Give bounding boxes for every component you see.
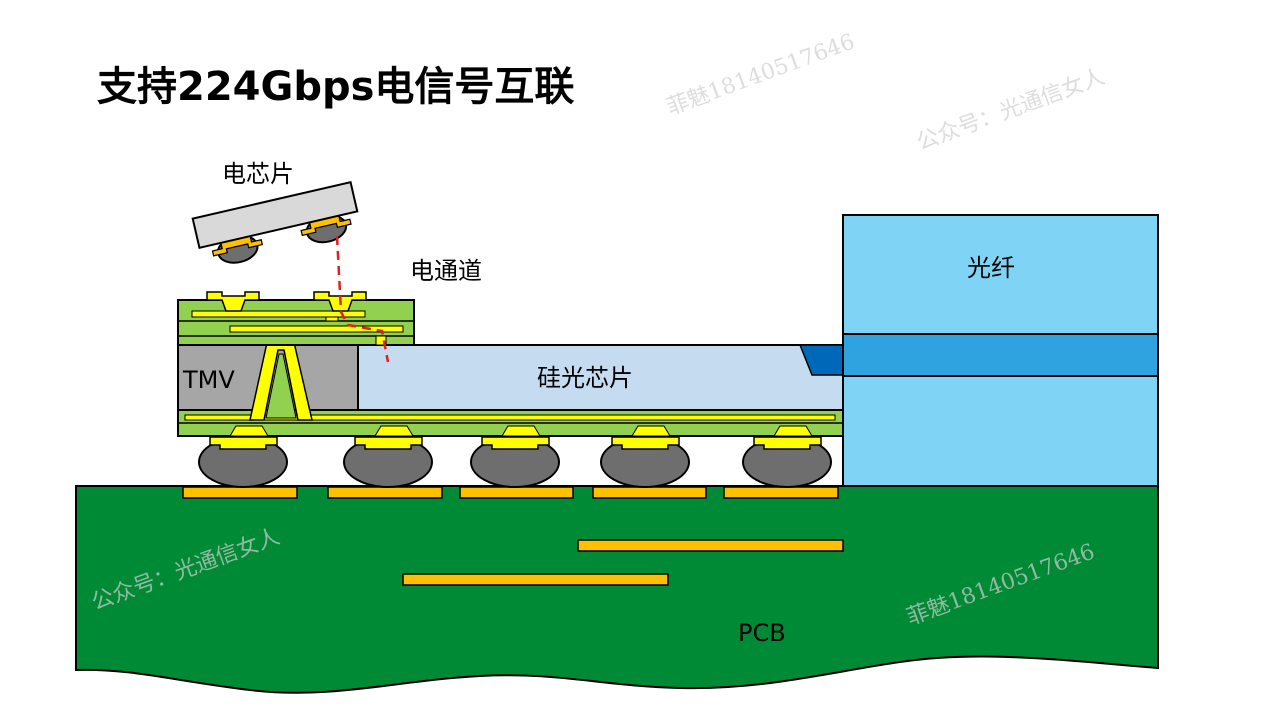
fiber-core (842, 333, 1159, 377)
top-rdl (177, 299, 415, 346)
pcb-pads (182, 486, 839, 499)
ball-pads (209, 436, 822, 450)
tmv-label: TMV (182, 366, 235, 394)
pcb-inner-trace (577, 539, 844, 552)
watermark-account: 公众号：光通信女人 (914, 64, 1109, 155)
signal-path (335, 235, 390, 363)
fiber-label: 光纤 (967, 254, 1015, 282)
electrical-channel-label: 电通道 (410, 257, 482, 285)
page-title: 支持224Gbps电信号互联 (97, 64, 575, 110)
pcb-inner-trace (402, 573, 669, 586)
watermark-phone: 菲魅18140517646 (664, 29, 859, 120)
electrical-chip-label: 电芯片 (222, 160, 294, 188)
pcb-label: PCB (738, 619, 786, 647)
silicon-chip-label: 硅光芯片 (537, 364, 633, 392)
electrical-chip (191, 180, 359, 264)
pcb-board (75, 485, 1159, 694)
